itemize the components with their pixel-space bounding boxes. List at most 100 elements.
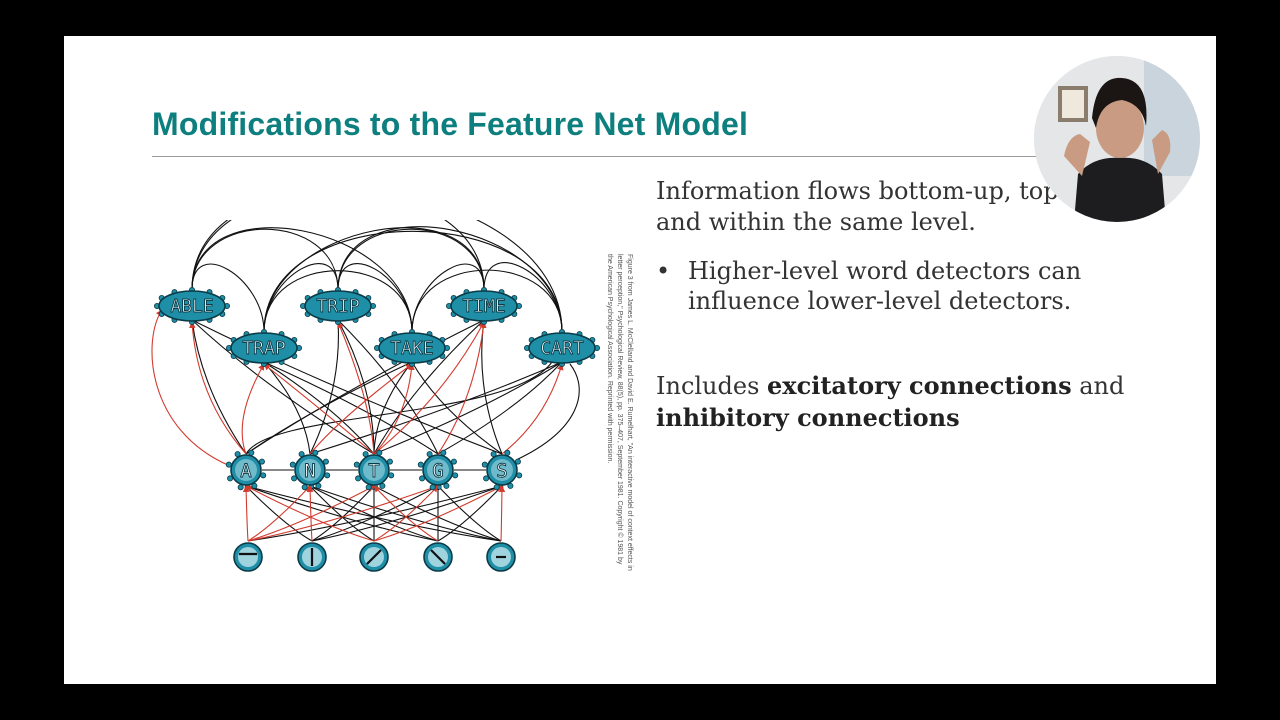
- feature-detector-diagonal-right: [359, 542, 389, 572]
- letter-word-excitation: [337, 321, 375, 455]
- word-letter-link: [191, 319, 375, 455]
- word-detector-label: TRIP: [316, 296, 360, 317]
- inhibitory-connections: [191, 220, 580, 542]
- word-letter-link: [309, 361, 563, 455]
- word-inhibition-arc: [263, 227, 485, 333]
- letter-word-excitation: [373, 363, 415, 455]
- slide-body: Information flows bottom-up, top-down, a…: [656, 176, 1176, 434]
- feature-letter-inhibition: [244, 484, 313, 542]
- feature-letter-inhibition: [308, 484, 375, 542]
- feature-letter-excitation: [498, 485, 506, 542]
- letter-word-excitation: [189, 321, 247, 455]
- word-letter-link: [263, 361, 439, 455]
- letter-word-excitation: [501, 363, 564, 455]
- word-inhibition-arc: [411, 269, 563, 333]
- word-detector-label: TAKE: [390, 338, 433, 359]
- feature-letter-excitation: [247, 484, 439, 542]
- letter-detector-label: T: [368, 460, 379, 482]
- word-detector-label: CART: [540, 338, 584, 359]
- feature-letter-inhibition: [311, 484, 503, 542]
- bullet-item: • Higher-level word detectors can influe…: [656, 256, 1176, 316]
- word-letter-link: [191, 319, 503, 455]
- presenter-webcam: [1034, 56, 1200, 222]
- word-detector-node: TIME: [445, 287, 522, 326]
- bullet-marker: •: [656, 257, 671, 285]
- word-letter-link: [373, 361, 413, 455]
- feature-letter-inhibition: [245, 484, 439, 542]
- letter-detector-node: T: [353, 449, 395, 491]
- feature-letter-inhibition: [245, 483, 502, 542]
- feature-letter-inhibition: [308, 484, 439, 542]
- word-letter-link: [263, 361, 311, 455]
- feature-letter-inhibition: [311, 484, 440, 542]
- feature-letter-excitation: [242, 485, 250, 542]
- feature-letter-inhibition: [311, 484, 376, 542]
- word-detector-node: TRAP: [226, 329, 302, 367]
- word-inhibition-arc: [191, 228, 339, 291]
- feature-letter-inhibition: [436, 484, 502, 542]
- word-letter-link: [481, 319, 503, 455]
- word-letter-link: [411, 361, 503, 455]
- word-letter-link: [191, 319, 247, 455]
- feature-letter-excitation: [247, 485, 311, 542]
- word-inhibition-arc: [191, 227, 413, 333]
- excitatory-connections: [151, 309, 564, 542]
- word-letter-link: [337, 319, 439, 455]
- figure-credit: Figure 3 from James L. McClelland and Da…: [598, 254, 634, 574]
- feature-detector-short-horizontal: [486, 542, 516, 572]
- feature-detector-vertical-bar: [297, 542, 327, 572]
- bullet-text: Higher-level word detectors can influenc…: [688, 257, 1082, 315]
- word-letter-link: [437, 361, 563, 455]
- letter-word-excitation: [309, 363, 413, 455]
- word-inhibition-arc: [263, 270, 413, 333]
- word-detector-node: TAKE: [373, 329, 450, 367]
- word-detector-label: TRAP: [242, 338, 286, 359]
- letter-detector-node: G: [417, 449, 459, 491]
- letter-detector-label: A: [240, 460, 252, 482]
- word-letter-link: [337, 319, 375, 455]
- word-inhibition-arc: [263, 230, 563, 333]
- feature-letter-inhibition: [309, 484, 502, 542]
- word-inhibition-arc: [191, 220, 485, 291]
- word-letter-link: [309, 319, 339, 455]
- slide-title: Modifications to the Feature Net Model: [152, 106, 749, 142]
- letter-word-excitation: [263, 363, 375, 455]
- feature-letter-excitation: [306, 485, 314, 542]
- word-detector-label: ABLE: [170, 296, 213, 317]
- letter-detector-node: A: [225, 449, 267, 491]
- letter-word-excitation: [241, 363, 265, 455]
- word-detector-label: TIME: [462, 296, 505, 317]
- feature-letter-excitation: [373, 485, 439, 542]
- slide: Modifications to the Feature Net Model A…: [64, 36, 1216, 684]
- feature-letter-inhibition: [437, 484, 504, 542]
- word-inhibition-arc: [337, 228, 485, 291]
- title-divider: [152, 156, 1132, 157]
- feature-letter-excitation: [373, 485, 439, 542]
- feature-letter-excitation: [245, 485, 375, 542]
- para2-text-start: Includes: [656, 372, 768, 400]
- letter-word-excitation: [437, 321, 487, 455]
- word-detector-node: CART: [523, 329, 600, 367]
- word-inhibition-arc: [337, 226, 563, 333]
- feature-letter-excitation: [247, 485, 375, 542]
- feature-letter-inhibition: [372, 484, 502, 542]
- word-inhibition-arc: [191, 220, 563, 333]
- inhibitory-term: inhibitory connections: [656, 403, 960, 432]
- word-letter-link: [263, 361, 375, 455]
- letter-detector-node: S: [481, 449, 523, 491]
- word-detector-node: TRIP: [299, 287, 376, 326]
- letter-detector-label: S: [496, 460, 507, 482]
- figure-credit-text: Figure 3 from James L. McClelland and Da…: [606, 254, 633, 571]
- presenter-video-icon: [1034, 56, 1200, 222]
- para2-text-mid: and: [1071, 372, 1125, 400]
- letter-detector-label: N: [304, 460, 315, 482]
- letter-detector-label: G: [432, 460, 443, 482]
- feature-detector-horizontal-bar: [233, 542, 263, 572]
- word-detector-node: ABLE: [154, 287, 231, 326]
- word-letter-link: [245, 361, 553, 455]
- excitatory-term: excitatory connections: [767, 371, 1072, 400]
- feature-letter-excitation: [373, 485, 503, 542]
- word-letter-link: [373, 361, 563, 455]
- letter-word-excitation: [151, 309, 231, 467]
- word-letter-link: [373, 319, 485, 455]
